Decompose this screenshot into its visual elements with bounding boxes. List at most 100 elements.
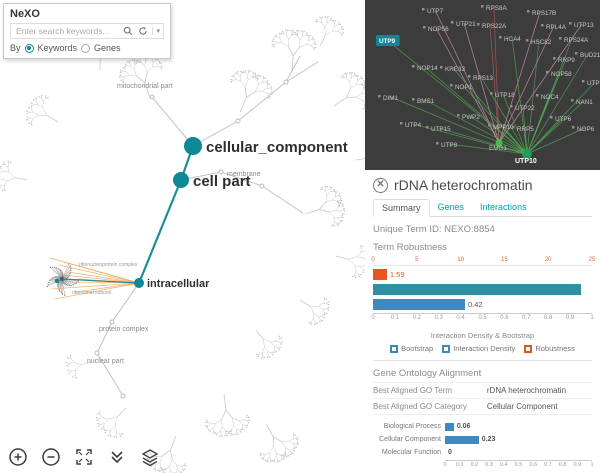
go-chart-barwrap: 0.23 [445,435,592,444]
selected-node-label[interactable]: intracellular [147,278,210,290]
network-node-label[interactable]: BMS1 [417,98,435,105]
search-icon[interactable] [122,25,134,37]
network-node-label[interactable]: NOP58 [551,71,572,78]
network-node-label[interactable]: BUD21 [580,52,600,59]
robustness-axis-caption: Interaction Density & Bootstrap [430,331,535,340]
selected-node-cellular_component[interactable] [184,137,202,155]
detail-tabs: Summary Genes Interactions [373,199,592,217]
zoom-out-button[interactable] [41,447,61,467]
axis-tick: 0 [371,315,375,321]
chevron-down-icon[interactable]: ▾ [152,27,160,35]
tree-node-label[interactable]: membrane [227,171,261,178]
axis-tick: 0.6 [529,462,538,468]
tab-summary[interactable]: Summary [373,199,430,217]
network-node-label[interactable]: NOC4 [541,94,559,101]
tree-node-label[interactable]: protein complex [99,326,149,333]
network-node-label[interactable]: NOP14 [417,65,438,72]
selected-node-intracellular[interactable] [134,278,144,288]
selected-node-label[interactable]: cellular_component [206,139,348,156]
network-node-label[interactable]: NAN1 [576,99,593,106]
network-node-label[interactable]: UTP8 [441,142,458,149]
genes-radio-label[interactable]: Genes [94,43,121,53]
tree-node-label[interactable]: ribonucleoprotein complex [79,262,138,268]
search-card: NeXO ▾ By Keywords Genes [3,3,171,59]
go-chart-barwrap: 0.06 [445,422,592,431]
network-node-label[interactable]: UTP22 [515,105,535,112]
axis-tick: 5 [415,257,419,263]
network-canvas[interactable]: UTP7 RPS8A RPS17B UTP13 RPL4A RPS22A UTP21NOP5… [365,0,600,170]
network-node-label[interactable]: DIM1 [383,95,399,102]
divider [373,360,592,361]
network-node-label[interactable]: UTP6 [555,116,572,123]
network-node-label[interactable]: NOP6 [577,126,595,133]
detail-header: ✕ rDNA heterochromatin [373,177,592,193]
tree-node-label[interactable]: ribosomal subunit [72,290,112,296]
go-alignment-title: Gene Ontology Alignment [373,368,482,379]
selected-node-label[interactable]: cell part [193,173,251,190]
network-node-label[interactable]: UTP18 [495,92,515,99]
layers-icon[interactable] [140,447,160,467]
bar-value-label: 1.59 [389,270,405,279]
zoom-in-button[interactable] [8,447,28,467]
network-node-label[interactable]: UTP5 [587,80,600,87]
search-input[interactable] [14,25,120,37]
tab-genes[interactable]: Genes [437,202,465,212]
legend-item: Robustness [524,344,575,353]
legend-swatch [524,344,533,353]
network-node-label[interactable]: RRP5 [517,126,534,133]
network-node-label[interactable]: HSC82 [531,39,552,46]
close-icon[interactable]: ✕ [373,177,388,193]
network-node-label[interactable]: RPS13 [473,75,493,82]
tree-node-label[interactable]: nuclear part [87,358,124,365]
network-node-label[interactable]: RRP9 [558,57,575,64]
network-node-label[interactable]: RPS17B [532,10,556,17]
network-node-label[interactable]: NOP56 [428,26,449,33]
network-node-label[interactable]: MPP10 [493,124,514,131]
network-node-label[interactable]: PWP2 [462,114,480,121]
network-node-label[interactable]: UTP21 [456,21,476,28]
network-node-label[interactable]: UTP4 [405,122,422,129]
fit-to-screen-icon[interactable] [74,447,94,467]
collapse-chevrons-icon[interactable] [107,447,127,467]
network-node-label[interactable]: KRE33 [445,66,465,73]
tree-node-label[interactable]: mitochondrial part [117,83,173,90]
go-chart-bar [445,435,479,444]
keywords-radio-label[interactable]: Keywords [37,43,78,53]
highlighted-network-node[interactable] [376,35,400,46]
network-node-label[interactable]: UTP9 [379,38,396,45]
network-node-label[interactable]: EMG1 [489,145,507,152]
network-node-label[interactable]: HCA4 [504,36,521,43]
axis-tick: 0.9 [565,315,575,321]
tab-interactions[interactable]: Interactions [480,202,527,212]
network-node-label[interactable]: UTP10 [515,158,537,165]
network-node-label[interactable]: RPL4A [546,24,567,31]
app-title: NeXO [10,8,40,20]
search-box[interactable]: ▾ [10,23,164,39]
go-row-label: Best Aligned GO Category [373,402,467,411]
selected-node-cell part[interactable] [173,172,189,188]
network-node-label[interactable]: UTP13 [574,22,594,29]
network-node-label[interactable]: UTP7 [427,8,444,15]
network-node-label[interactable]: UTP15 [431,126,451,133]
genes-radio[interactable] [81,43,91,53]
axis-tick: 0.3 [485,462,493,468]
network-node-label[interactable]: RPS22A [482,23,507,30]
go-chart-category: Molecular Function [381,449,441,456]
legend-label: Bootstrap [401,344,434,353]
network-node-label[interactable]: RPS24A [564,37,589,44]
robustness-bar-row: 0.42 [373,298,592,311]
keywords-radio[interactable] [24,43,34,53]
legend-label: Interaction Density [453,344,516,353]
network-node-label[interactable]: NOP1 [455,84,473,91]
axis-tick: 0 [443,462,447,468]
network-node-label[interactable]: RPS8A [486,5,507,12]
refresh-icon[interactable] [137,25,149,37]
